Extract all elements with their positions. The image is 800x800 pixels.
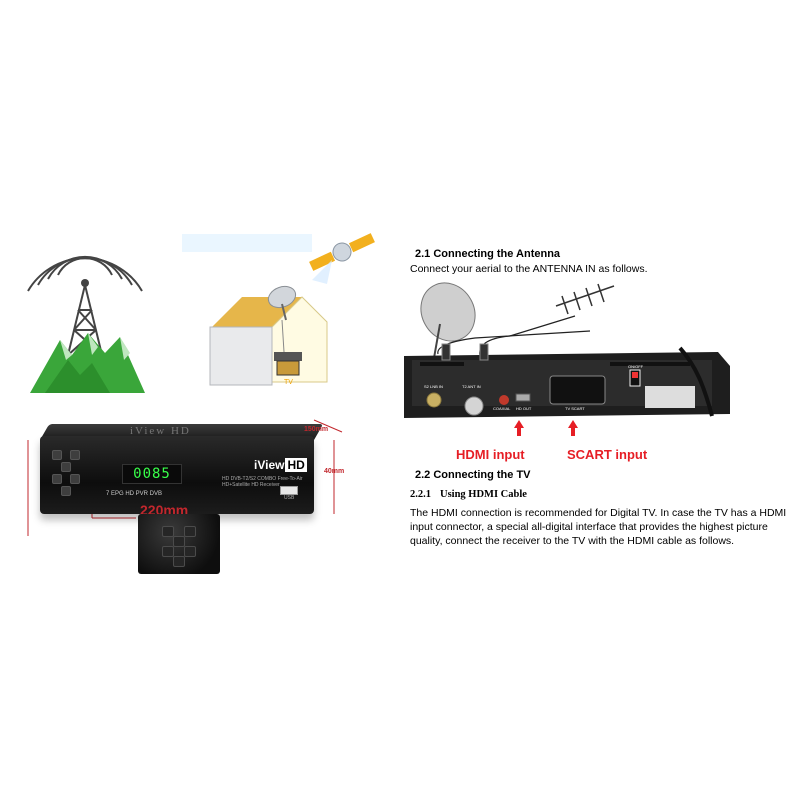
scart-input-callout: SCART input: [567, 447, 648, 462]
section-2-2-1-number: 2.2.1: [410, 489, 431, 500]
model-label: HD DVB-T2/S2 COMBO Free-To-Air HD+Satell…: [222, 476, 303, 488]
usb-port-icon: [280, 486, 298, 495]
dimension-height: 40mm: [324, 468, 345, 475]
hdmi-input-callout: HDMI input: [456, 447, 525, 462]
dimension-depth: 150mm: [304, 426, 329, 433]
house-satellite-illustration: TV: [182, 233, 375, 386]
feature-logos: 7 EPG HD PVR DVB: [106, 491, 163, 497]
dimension-lines: [27, 419, 343, 536]
usb-label: USB: [284, 495, 295, 501]
section-2-1-text: Connect your aerial to the ANTENNA IN as…: [410, 263, 648, 275]
tv-label: TV: [284, 379, 293, 386]
rear-label-onoff: ON/OFF: [628, 364, 644, 369]
receiver-rear-panel-photo: S2 LNB IN T2 ANT IN COAXIAL HD OUT TV SC…: [404, 282, 730, 436]
section-2-2-title: 2.2 Connecting the TV: [415, 469, 531, 481]
broadcast-tower-illustration: [27, 255, 145, 393]
front-button-cluster: [48, 450, 92, 496]
section-2-2-1-heading: 2.2.1 Using HDMI Cable: [410, 489, 527, 500]
rear-label-scart: TV SCART: [565, 406, 585, 411]
section-2-2-1-title: Using HDMI Cable: [440, 489, 527, 500]
section-2-2-1-text: The HDMI connection is recommended for D…: [410, 507, 787, 547]
lcd-display: 0085: [122, 464, 182, 484]
rear-label-lnb: S2 LNB IN: [424, 384, 443, 389]
rear-label-hdmi: HD OUT: [516, 406, 532, 411]
button-zoom-inset: [138, 514, 220, 574]
rear-label-coaxial: COAXIAL: [493, 406, 511, 411]
section-2-1-title: 2.1 Connecting the Antenna: [415, 248, 561, 260]
brand-top-text: iView HD: [130, 425, 191, 437]
rear-label-ant: T2 ANT IN: [462, 384, 481, 389]
